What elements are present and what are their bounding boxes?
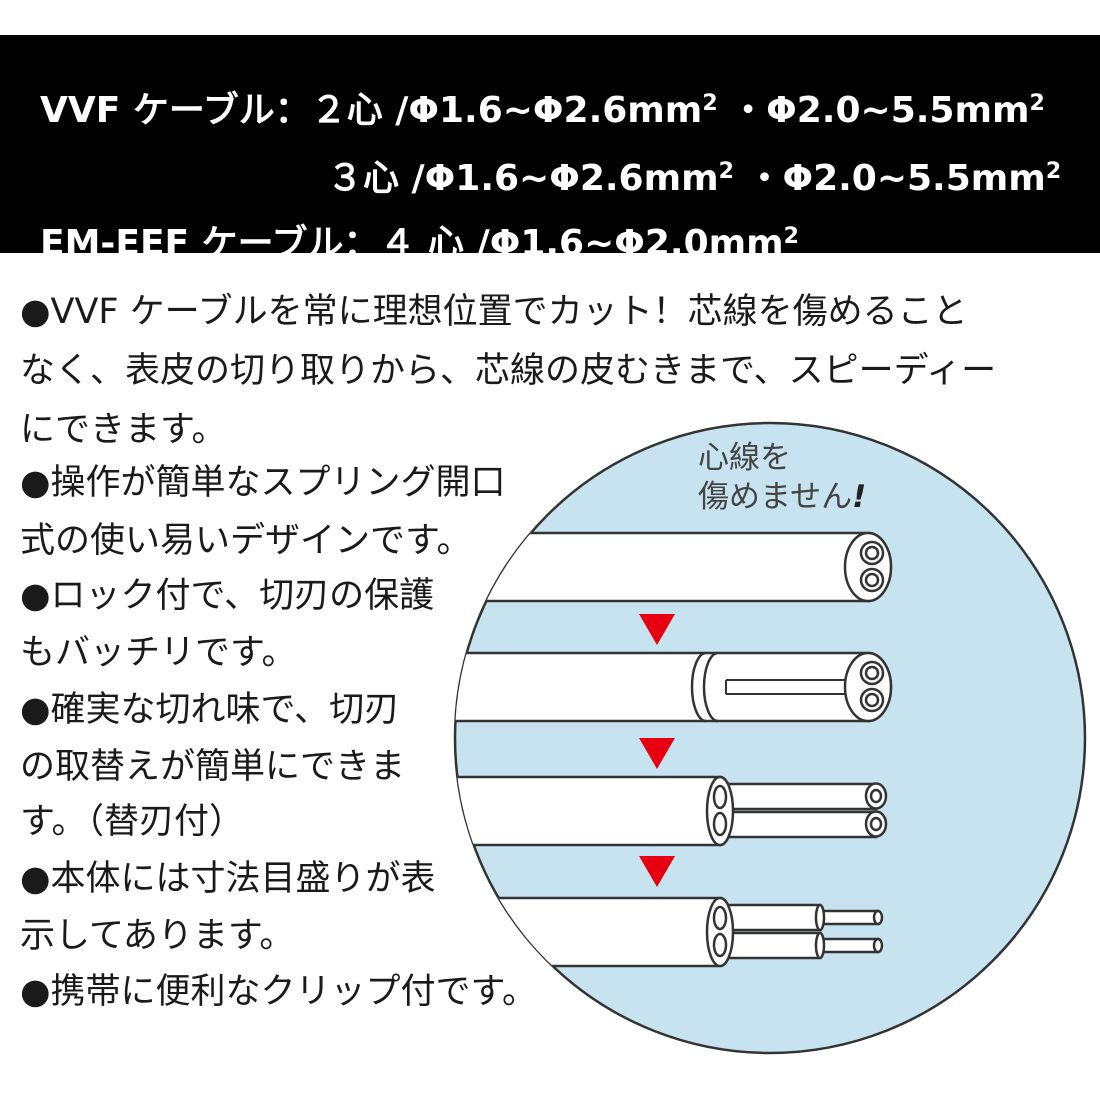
cable-step-cores-exposed <box>455 775 888 847</box>
spec-vvf-2core: VVF ケーブル：２心 /Φ1.6~Φ2.6mm2 ・Φ2.0~5.5mm2 <box>40 90 1045 131</box>
feature-line-9: の取替えが簡単にできま <box>20 747 406 787</box>
cable-step-conductors-stripped <box>455 896 884 968</box>
feature-line-10: す。（替刃付） <box>20 802 245 842</box>
feature-line-6: ●ロック付で、切刃の保護 <box>20 576 435 616</box>
feature-line-1: ●VVF ケーブルを常に理想位置でカット！芯線を傷めること <box>20 292 968 332</box>
feature-line-12: 示してあります。 <box>20 916 295 956</box>
step-arrow-1-icon <box>639 614 675 645</box>
feature-line-11: ●本体には寸法目盛りが表 <box>20 859 436 899</box>
feature-line-8: ●確実な切れ味で、切刃 <box>20 690 400 730</box>
feature-line-2: なく、表皮の切り取りから、芯線の皮むきまで、スピーディー <box>20 351 997 391</box>
feature-line-7: もバッチリです。 <box>20 633 297 673</box>
feature-line-13: ●携帯に便利なクリップ付です。 <box>20 972 538 1012</box>
feature-line-4: ●操作が簡単なスプリング開口 <box>20 463 506 503</box>
callout-text-line2: 傷めません! <box>698 479 866 515</box>
callout-exclamation: ! <box>852 479 866 515</box>
feature-line-3: にできます。 <box>20 410 227 450</box>
spec-em-eef-4core: EM-EEF ケーブル：４ 心 /Φ1.6~Φ2.0mm2 <box>40 223 799 264</box>
feature-line-5: 式の使い易いデザインです。 <box>20 521 472 561</box>
cable-step-intact <box>455 531 893 603</box>
spec-banner: VVF ケーブル：２心 /Φ1.6~Φ2.6mm2 ・Φ2.0~5.5mm2 ３… <box>0 35 1100 264</box>
spec-vvf-3core: ３心 /Φ1.6~Φ2.6mm2 ・Φ2.0~5.5mm2 <box>327 158 1062 199</box>
callout-text-main: 傷めません <box>698 479 852 515</box>
cable-step-sheath-cut <box>455 651 893 723</box>
step-arrow-3-icon <box>639 856 675 887</box>
step-arrow-2-icon <box>639 738 675 769</box>
callout-text-line1: 心線を <box>698 440 791 476</box>
